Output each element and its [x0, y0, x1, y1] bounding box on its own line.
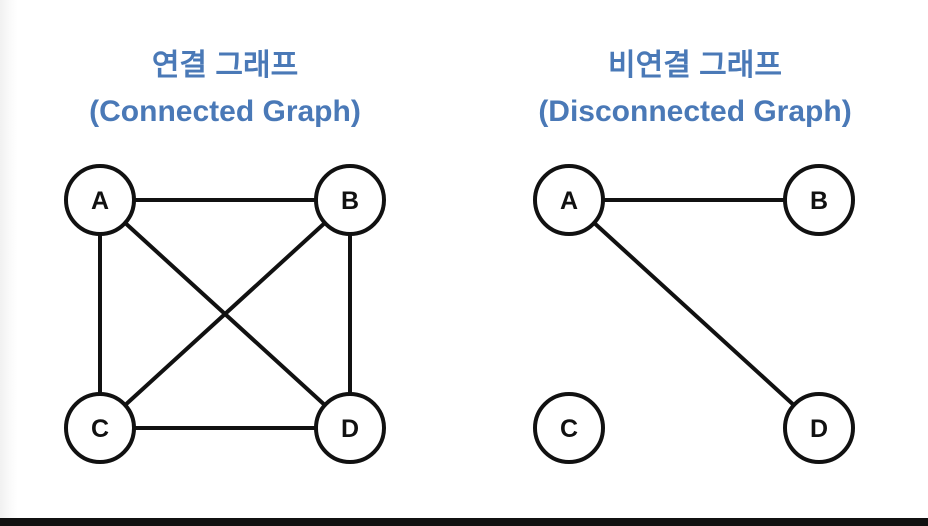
- connected-node-c: C: [64, 392, 136, 464]
- connected-edge-b-c: [123, 220, 327, 408]
- bottom-border: [0, 518, 928, 526]
- connected-node-d-label: D: [341, 415, 359, 443]
- disconnected-edge-a-d: [592, 220, 796, 408]
- connected-title-ko: 연결 그래프: [152, 49, 298, 82]
- connected-node-b-label: B: [341, 187, 359, 215]
- connected-node-d: D: [314, 392, 386, 464]
- disconnected-title-en: (Disconnected Graph): [538, 95, 851, 128]
- connected-node-a-label: A: [91, 187, 109, 215]
- disconnected-node-c: C: [533, 392, 605, 464]
- disconnected-node-b-label: B: [810, 187, 828, 215]
- disconnected-node-b: B: [783, 164, 855, 236]
- disconnected-node-d-label: D: [810, 415, 828, 443]
- connected-node-c-label: C: [91, 415, 109, 443]
- disconnected-node-c-label: C: [560, 415, 578, 443]
- disconnected-edges: [592, 198, 796, 408]
- connected-title-en: (Connected Graph): [89, 95, 361, 128]
- connected-edges: [98, 198, 352, 430]
- disconnected-node-a: A: [533, 164, 605, 236]
- connected-node-b: B: [314, 164, 386, 236]
- connected-node-a: A: [64, 164, 136, 236]
- disconnected-node-a-label: A: [560, 187, 578, 215]
- disconnected-node-d: D: [783, 392, 855, 464]
- disconnected-title-ko: 비연결 그래프: [608, 49, 782, 82]
